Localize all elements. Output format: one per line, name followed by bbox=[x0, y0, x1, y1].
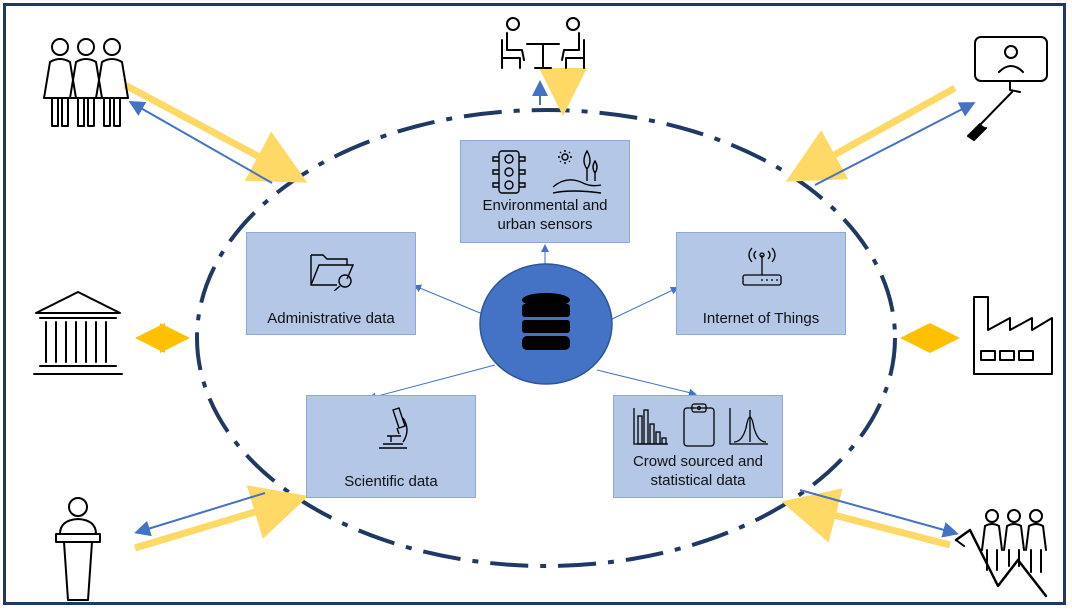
database-icon bbox=[522, 293, 570, 350]
arrow-community-out bbox=[799, 489, 959, 538]
podium-speaker-icon bbox=[55, 497, 101, 601]
source-iot-label: Internet of Things bbox=[702, 310, 820, 327]
source-scientific-box: Scientific data bbox=[306, 395, 476, 498]
microscope-icon bbox=[379, 407, 408, 449]
source-crowd-label: Crowd sourced and statistical data bbox=[632, 453, 764, 489]
bell-curve-icon bbox=[729, 408, 768, 445]
spoke-administrative bbox=[413, 284, 486, 316]
factory-icon bbox=[973, 296, 1053, 375]
source-scientific-label: Scientific data bbox=[344, 473, 438, 490]
spoke-scientific bbox=[368, 364, 496, 401]
arrow-speaker-out bbox=[134, 492, 266, 537]
source-administrative-label: Administrative data bbox=[267, 310, 395, 327]
source-environmental-box: Environmental and urban sensors bbox=[460, 140, 630, 243]
source-environmental-label: Environmental and urban sensors bbox=[482, 197, 608, 233]
selfie-stick-icon bbox=[967, 36, 1048, 141]
meeting-table-icon bbox=[501, 17, 585, 69]
arrow-community-in bbox=[781, 488, 951, 549]
central-database bbox=[479, 263, 613, 385]
diagram-frame bbox=[3, 3, 1066, 605]
people-group-icon bbox=[43, 38, 129, 127]
landscape-icon bbox=[552, 149, 602, 194]
spokes bbox=[368, 244, 697, 401]
crowd-icon bbox=[954, 509, 1048, 598]
arrow-citizens-in bbox=[123, 81, 308, 183]
traffic-light-icon bbox=[492, 150, 526, 194]
folder-search-icon bbox=[310, 254, 355, 291]
source-crowd-box: Crowd sourced and statistical data bbox=[613, 395, 783, 498]
spoke-crowd bbox=[596, 369, 697, 397]
source-administrative-box: Administrative data bbox=[246, 232, 416, 335]
government-building-icon bbox=[33, 291, 123, 375]
arrow-speaker-in bbox=[133, 485, 309, 552]
actor-arrows bbox=[123, 68, 976, 552]
router-icon bbox=[742, 247, 782, 286]
arrow-citizens-out bbox=[128, 101, 273, 184]
spoke-iot bbox=[609, 286, 679, 321]
bar-chart-icon bbox=[633, 408, 668, 445]
clipboard-icon bbox=[683, 403, 715, 447]
arrow-media-in bbox=[785, 84, 957, 182]
source-iot-box: Internet of Things bbox=[676, 232, 846, 335]
arrow-media-out bbox=[814, 102, 976, 186]
